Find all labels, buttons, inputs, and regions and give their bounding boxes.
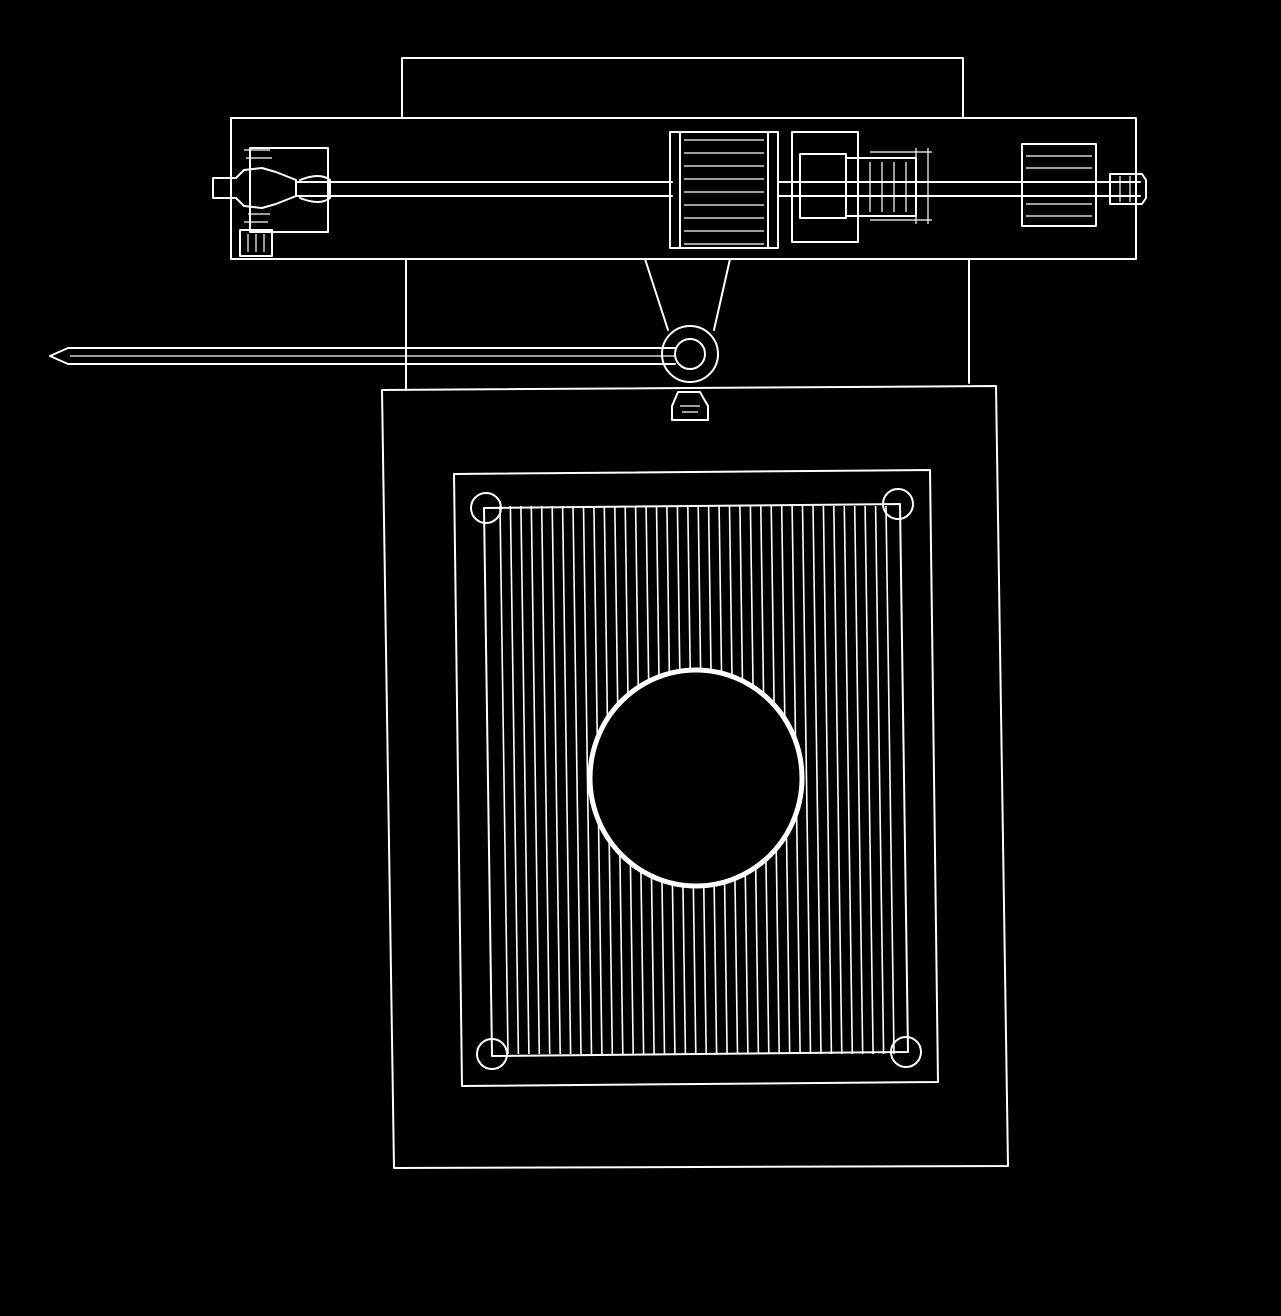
support-column	[405, 258, 970, 391]
grille-frame	[453, 469, 939, 1087]
grille-line	[853, 505, 864, 1055]
grille-line	[582, 505, 593, 1055]
grille-line	[874, 505, 885, 1055]
center-aperture	[587, 667, 805, 889]
grille-line	[509, 505, 520, 1055]
tonearm-base-plate	[230, 117, 1137, 260]
grille-line	[561, 505, 572, 1055]
grille-line	[833, 505, 843, 1055]
grille-line	[520, 505, 530, 1055]
grille-line	[801, 505, 812, 1055]
pivot-hub	[661, 325, 719, 383]
grille-line	[864, 505, 874, 1055]
grille-line	[540, 505, 551, 1055]
cartridge	[239, 229, 273, 257]
grille-line	[572, 505, 582, 1055]
motor-coil-assembly	[669, 131, 779, 249]
end-cap	[1109, 173, 1147, 205]
grille-line	[499, 505, 509, 1055]
mounting-hole-top-left	[470, 492, 502, 524]
mounting-hole-top-right	[882, 488, 914, 520]
back-housing-block	[401, 57, 964, 119]
mounting-hole-bottom-right	[890, 1036, 922, 1068]
tonearm-tube	[295, 181, 1141, 197]
mounting-hole-bottom-left	[476, 1038, 508, 1070]
grille-line	[812, 505, 822, 1055]
grille-line	[530, 505, 541, 1055]
corner-mounting-holes	[470, 488, 922, 1070]
pointer-needle	[49, 347, 676, 365]
linkage-block	[791, 131, 932, 243]
grille-line	[843, 505, 854, 1055]
counterweight	[1021, 143, 1097, 227]
grille-line	[885, 505, 895, 1055]
grille-line	[822, 505, 833, 1055]
outer-frame-plate	[381, 385, 1009, 1169]
grille-line	[551, 505, 561, 1055]
hub-mount	[671, 391, 709, 421]
